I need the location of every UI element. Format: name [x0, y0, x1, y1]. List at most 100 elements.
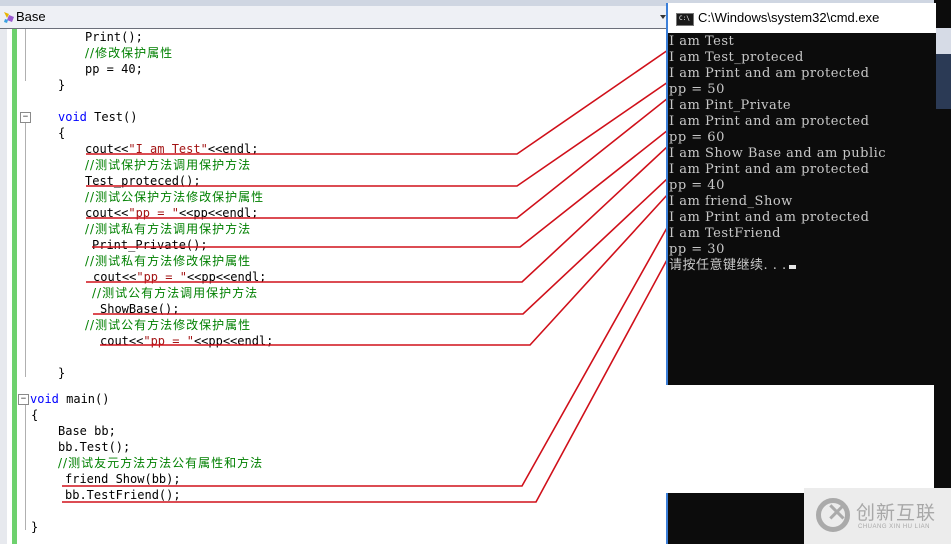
- code-line[interactable]: {: [31, 407, 38, 423]
- code-text: cout<<: [85, 206, 129, 220]
- console-line: I am Print and am protected: [669, 162, 870, 177]
- console-line: I am Print and am protected: [669, 210, 870, 225]
- code-text: ShowBase();: [100, 302, 180, 316]
- change-tracking-bar: [12, 29, 17, 544]
- code-comment: //测试友元方法方法公有属性和方法: [58, 456, 264, 470]
- code-line[interactable]: Print();: [85, 29, 143, 45]
- code-text: <<pp<<endl;: [186, 270, 267, 284]
- code-text: main(): [58, 392, 110, 406]
- code-text: bb.TestFriend();: [65, 488, 181, 502]
- code-text: Base bb;: [58, 424, 116, 438]
- code-line[interactable]: friend_Show(bb);: [65, 471, 181, 487]
- desktop-gap: [668, 385, 934, 493]
- code-text: pp = 40;: [85, 62, 143, 76]
- code-line[interactable]: bb.Test();: [58, 439, 130, 455]
- console-line: I am Pint_Private: [669, 98, 792, 113]
- code-text: }: [58, 366, 66, 380]
- console-title-bar[interactable]: C:\ C:\Windows\system32\cmd.exe: [668, 3, 936, 33]
- code-text: <<endl;: [207, 142, 259, 156]
- code-text: <<pp<<endl;: [193, 334, 274, 348]
- code-text: Test_proteced();: [85, 174, 201, 188]
- console-line: I am Print and am protected: [669, 66, 870, 81]
- code-line[interactable]: void main(): [30, 391, 109, 407]
- editor-left-margin: [0, 29, 7, 544]
- code-line[interactable]: //测试公有方法调用保护方法: [92, 285, 258, 301]
- code-string: "pp = ": [136, 270, 187, 284]
- console-line: I am TestFriend: [669, 226, 782, 241]
- code-comment: //测试公有方法调用保护方法: [92, 286, 259, 300]
- console-title: C:\Windows\system32\cmd.exe: [698, 10, 880, 25]
- console-cursor: [788, 265, 796, 269]
- watermark-subtext: CHUANG XIN HU LIAN: [858, 524, 931, 530]
- code-keyword: void: [30, 392, 59, 406]
- code-line[interactable]: ShowBase();: [100, 301, 179, 317]
- code-line[interactable]: void Test(): [58, 109, 137, 125]
- code-line[interactable]: bb.TestFriend();: [65, 487, 181, 503]
- class-icon: [4, 12, 14, 23]
- console-line: pp = 30: [669, 242, 725, 257]
- outline-guide: [25, 29, 26, 81]
- code-string: "pp = ": [143, 334, 194, 348]
- code-text: friend_Show(bb);: [65, 472, 181, 486]
- code-line[interactable]: pp = 40;: [85, 61, 143, 77]
- code-line[interactable]: //测试公有方法修改保护属性: [85, 317, 251, 333]
- console-window-lower: [666, 493, 808, 544]
- code-line[interactable]: }: [58, 365, 65, 381]
- collapse-toggle-test[interactable]: −: [20, 112, 31, 123]
- code-line[interactable]: cout<<"pp = "<<pp<<endl;: [85, 205, 258, 221]
- code-line[interactable]: Base bb;: [58, 423, 116, 439]
- collapse-toggle-main[interactable]: −: [18, 394, 29, 405]
- outline-guide: [25, 404, 26, 530]
- console-line: pp = 40: [669, 178, 725, 193]
- console-line: I am Show Base and am public: [669, 146, 887, 161]
- code-comment: //测试保护方法调用保护方法: [85, 158, 252, 172]
- code-line[interactable]: {: [58, 125, 65, 141]
- code-text: {: [58, 126, 66, 140]
- code-text: Print();: [85, 30, 143, 44]
- class-navigation-dropdown[interactable]: Base: [0, 6, 668, 29]
- code-text: cout<<: [100, 334, 144, 348]
- console-line: I am Print and am protected: [669, 114, 870, 129]
- console-line: pp = 60: [669, 130, 725, 145]
- code-comment: //测试私有方法修改保护属性: [85, 254, 252, 268]
- console-line: I am Test_proteced: [669, 50, 804, 65]
- background-window-dark: [934, 0, 951, 544]
- code-line[interactable]: Print_Private();: [92, 237, 208, 253]
- code-text: Print_Private();: [92, 238, 208, 252]
- code-comment: //测试公保护方法修改保护属性: [85, 190, 265, 204]
- code-comment: //测试公有方法修改保护属性: [85, 318, 252, 332]
- code-line[interactable]: Test_proteced();: [85, 173, 201, 189]
- class-name-label: Base: [16, 9, 46, 24]
- code-text: cout<<: [85, 142, 129, 156]
- code-text: <<pp<<endl;: [178, 206, 259, 220]
- code-line[interactable]: //测试私有方法修改保护属性: [85, 253, 251, 269]
- code-line[interactable]: }: [31, 519, 38, 535]
- background-toolbar-panel: [934, 54, 951, 109]
- code-line[interactable]: cout<<"pp = "<<pp<<endl;: [93, 269, 266, 285]
- code-line[interactable]: //测试私有方法调用保护方法: [85, 221, 251, 237]
- outline-guide: [25, 122, 26, 377]
- console-line: I am friend_Show: [669, 194, 793, 209]
- code-text: Test(): [86, 110, 138, 124]
- watermark-logo-icon: [816, 497, 850, 532]
- code-string: "pp = ": [128, 206, 179, 220]
- code-text: }: [58, 78, 66, 92]
- background-toolbar: [934, 28, 951, 54]
- code-string: "I am Test": [128, 142, 208, 156]
- code-comment: //修改保护属性: [85, 46, 174, 60]
- console-line: 请按任意键继续. . .: [668, 258, 936, 274]
- console-line: pp = 50: [669, 82, 725, 97]
- chevron-down-icon[interactable]: [660, 15, 666, 19]
- code-line[interactable]: }: [58, 77, 65, 93]
- console-window[interactable]: C:\ C:\Windows\system32\cmd.exe I am Tes…: [666, 3, 936, 385]
- code-line[interactable]: //修改保护属性: [85, 45, 173, 61]
- watermark-text: 创新互联: [856, 502, 937, 524]
- code-text: }: [31, 520, 39, 534]
- code-line[interactable]: //测试友元方法方法公有属性和方法: [58, 455, 263, 471]
- code-line[interactable]: cout<<"I am Test"<<endl;: [85, 141, 258, 157]
- code-text: cout<<: [93, 270, 137, 284]
- code-line[interactable]: cout<<"pp = "<<pp<<endl;: [100, 333, 273, 349]
- code-line[interactable]: //测试保护方法调用保护方法: [85, 157, 251, 173]
- code-line[interactable]: //测试公保护方法修改保护属性: [85, 189, 264, 205]
- code-text: bb.Test();: [58, 440, 131, 454]
